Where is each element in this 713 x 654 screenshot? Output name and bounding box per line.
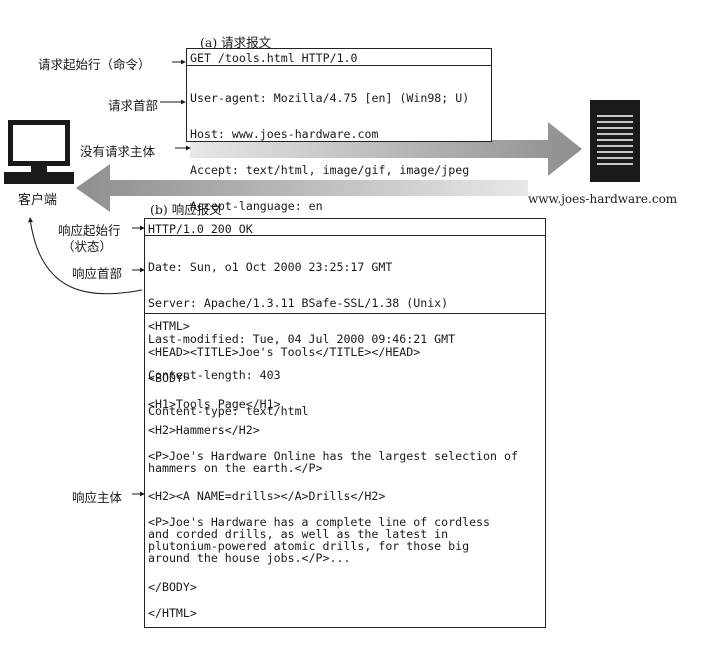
response-to-client-curve — [28, 217, 143, 295]
no-request-body-label: 没有请求主体 — [80, 144, 156, 159]
response-body-line: <HEAD><TITLE>Joe's Tools</TITLE></HEAD> — [148, 345, 421, 359]
response-body-paragraph: <P>Joe's Hardware Online has the largest… — [148, 449, 518, 475]
response-status-note: （状态） — [62, 239, 113, 254]
server-icon — [590, 100, 640, 182]
request-header-line: User-agent: Mozilla/4.75 [en] (Win98; U) — [190, 91, 470, 105]
response-headers-label: 响应首部 — [72, 266, 123, 281]
response-body-line: <HTML> — [148, 319, 190, 333]
response-header-line: Content-type: text/html — [148, 404, 309, 418]
computer-icon — [4, 120, 74, 184]
request-start-line: GET /tools.html HTTP/1.0 — [190, 51, 358, 65]
request-headers: User-agent: Mozilla/4.75 [en] (Win98; U)… — [190, 68, 469, 236]
request-header-line: Accept: text/html, image/gif, image/jpeg — [190, 163, 470, 177]
client-label: 客户端 — [18, 193, 58, 208]
server-label: www.joes-hardware.com — [528, 192, 678, 206]
request-header-line: Host: www.joes-hardware.com — [190, 127, 379, 141]
response-message-box: HTTP/1.0 200 OK Date: Sun, o1 Oct 2000 2… — [144, 218, 546, 628]
response-headers: Date: Sun, o1 Oct 2000 23:25:17 GMT Serv… — [148, 237, 455, 441]
response-header-line: Last-modified: Tue, 04 Jul 2000 09:46:21… — [148, 332, 456, 346]
response-body-line: </BODY> — [148, 580, 197, 594]
request-flow-arrow — [190, 122, 582, 176]
request-message-box: GET /tools.html HTTP/1.0 User-agent: Moz… — [186, 48, 492, 212]
response-header-line: Content-length: 403 — [148, 368, 281, 382]
response-header-line: Server: Apache/1.3.11 BSafe-SSL/1.38 (Un… — [148, 296, 449, 310]
request-header-line: Accept-language: en — [190, 199, 323, 213]
response-body-line: <H2><A NAME=drills></A>Drills</H2> — [148, 489, 386, 503]
response-body-line: <BODY> — [148, 371, 190, 385]
response-body-line: </HTML> — [148, 606, 197, 620]
request-start-line-label: 请求起始行（命令） — [38, 57, 151, 72]
response-body-line: <H2>Hammers</H2> — [148, 423, 260, 437]
response-caption: (b) 响应报文 — [150, 202, 222, 217]
request-headers-label: 请求首部 — [108, 98, 159, 113]
request-caption: (a) 请求报文 — [200, 35, 272, 50]
response-header-line: Date: Sun, o1 Oct 2000 23:25:17 GMT — [148, 260, 393, 274]
response-body-paragraph: <P>Joe's Hardware has a complete line of… — [148, 515, 491, 565]
response-flow-arrow — [76, 164, 528, 212]
response-start-line: HTTP/1.0 200 OK — [148, 222, 253, 236]
response-start-line-label: 响应起始行 — [58, 223, 121, 238]
response-body-label: 响应主体 — [72, 490, 123, 505]
response-body-line: <H1>Tools Page</H1> — [148, 397, 281, 411]
